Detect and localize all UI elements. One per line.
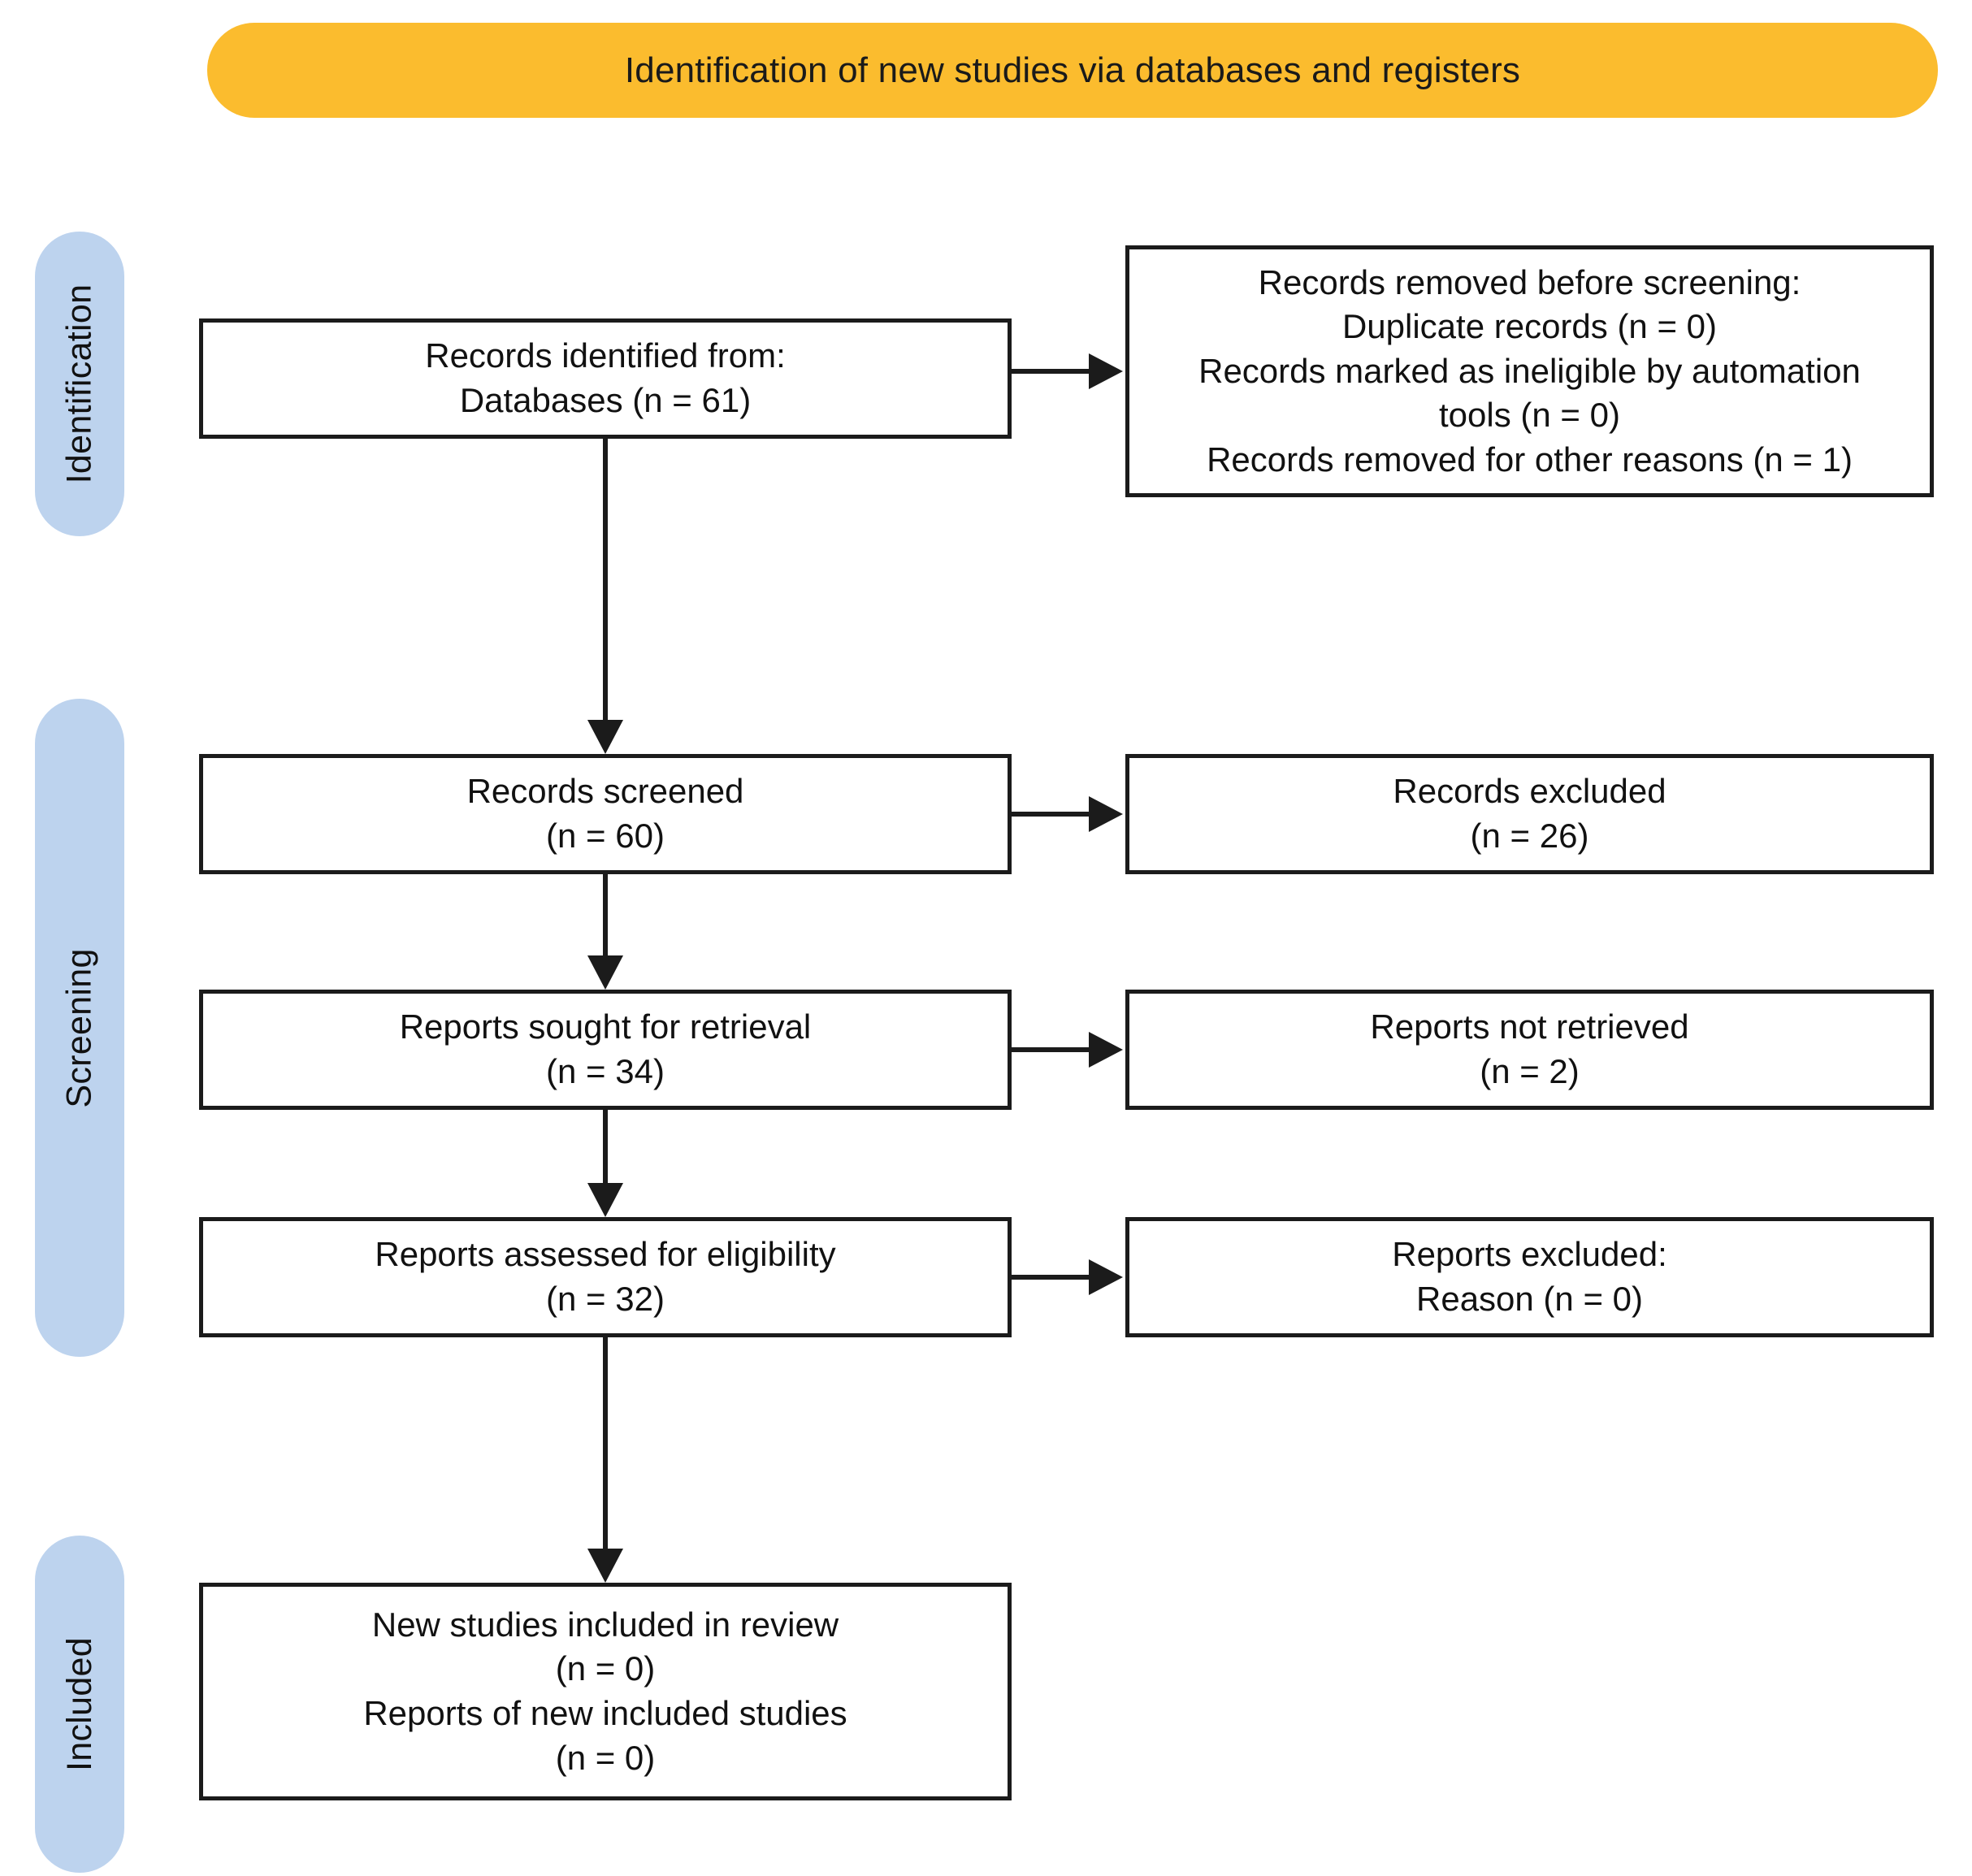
stage-label-identification: Identification xyxy=(59,284,99,484)
flow-box-records-screened: Records screened (n = 60) xyxy=(199,754,1012,874)
connector-screened-to-excluded xyxy=(1012,812,1089,817)
connector-sought-to-not-retrieved xyxy=(1012,1047,1089,1052)
flow-box-reports-assessed-for-eligibility: Reports assessed for eligibility (n = 32… xyxy=(199,1217,1012,1337)
flow-box-new-studies-included: New studies included in review (n = 0) R… xyxy=(199,1583,1012,1800)
flow-box-line: Reports not retrieved xyxy=(1370,1007,1689,1046)
connector-assessed-to-reports-excluded xyxy=(1012,1275,1089,1280)
connector-identified-to-removed xyxy=(1012,369,1089,374)
flow-box-line: (n = 0) xyxy=(555,1738,656,1777)
stage-bar-identification: Identification xyxy=(35,232,124,536)
connector-identified-to-screened xyxy=(603,439,608,721)
flow-box-line: (n = 26) xyxy=(1470,817,1589,855)
flow-box-line: Reports assessed for eligibility xyxy=(375,1235,836,1274)
flow-box-reports-not-retrieved: Reports not retrieved (n = 2) xyxy=(1125,990,1934,1110)
arrow-right-icon xyxy=(1089,796,1123,832)
flow-box-line: Records excluded xyxy=(1393,772,1666,811)
arrow-right-icon xyxy=(1089,353,1123,389)
arrow-right-icon xyxy=(1089,1032,1123,1068)
flow-box-line: (n = 0) xyxy=(555,1649,656,1688)
flow-box-line: Records removed for other reasons (n = 1… xyxy=(1207,440,1853,479)
flow-box-line: Reason (n = 0) xyxy=(1416,1280,1643,1318)
flow-box-line: tools (n = 0) xyxy=(1439,396,1620,435)
diagram-header-banner: Identification of new studies via databa… xyxy=(207,23,1938,118)
arrow-down-icon xyxy=(587,955,623,990)
flow-box-line: (n = 32) xyxy=(546,1280,665,1318)
flow-box-line: Reports of new included studies xyxy=(363,1694,847,1732)
connector-assessed-to-included xyxy=(603,1337,608,1550)
flow-box-line: (n = 34) xyxy=(546,1052,665,1090)
flow-box-line: Records marked as ineligible by automati… xyxy=(1198,351,1861,390)
diagram-title: Identification of new studies via databa… xyxy=(624,50,1521,90)
stage-label-included: Included xyxy=(59,1637,99,1771)
connector-screened-to-sought xyxy=(603,874,608,957)
flow-box-line: Databases (n = 61) xyxy=(459,381,752,419)
arrow-down-icon xyxy=(587,720,623,754)
flow-box-records-removed-before-screening: Records removed before screening: Duplic… xyxy=(1125,245,1934,497)
arrow-down-icon xyxy=(587,1549,623,1583)
stage-bar-screening: Screening xyxy=(35,699,124,1357)
stage-label-screening: Screening xyxy=(59,947,99,1108)
flow-box-reports-excluded: Reports excluded: Reason (n = 0) xyxy=(1125,1217,1934,1337)
flow-box-line: Duplicate records (n = 0) xyxy=(1341,307,1718,346)
flow-box-records-identified: Records identified from: Databases (n = … xyxy=(199,318,1012,439)
flow-box-line: Records identified from: xyxy=(425,336,786,375)
connector-sought-to-assessed xyxy=(603,1110,608,1185)
flow-box-line: (n = 2) xyxy=(1480,1052,1580,1090)
flow-box-records-excluded: Records excluded (n = 26) xyxy=(1125,754,1934,874)
flow-box-line: Records screened xyxy=(466,772,744,811)
flow-box-line: (n = 60) xyxy=(546,817,665,855)
flow-box-reports-sought-for-retrieval: Reports sought for retrieval (n = 34) xyxy=(199,990,1012,1110)
flow-box-line: Reports excluded: xyxy=(1392,1235,1667,1274)
stage-bar-included: Included xyxy=(35,1536,124,1873)
arrow-right-icon xyxy=(1089,1259,1123,1295)
flow-box-line: Reports sought for retrieval xyxy=(399,1007,812,1046)
flow-box-line: Records removed before screening: xyxy=(1258,262,1801,301)
arrow-down-icon xyxy=(587,1183,623,1217)
flow-box-line: New studies included in review xyxy=(371,1605,839,1644)
